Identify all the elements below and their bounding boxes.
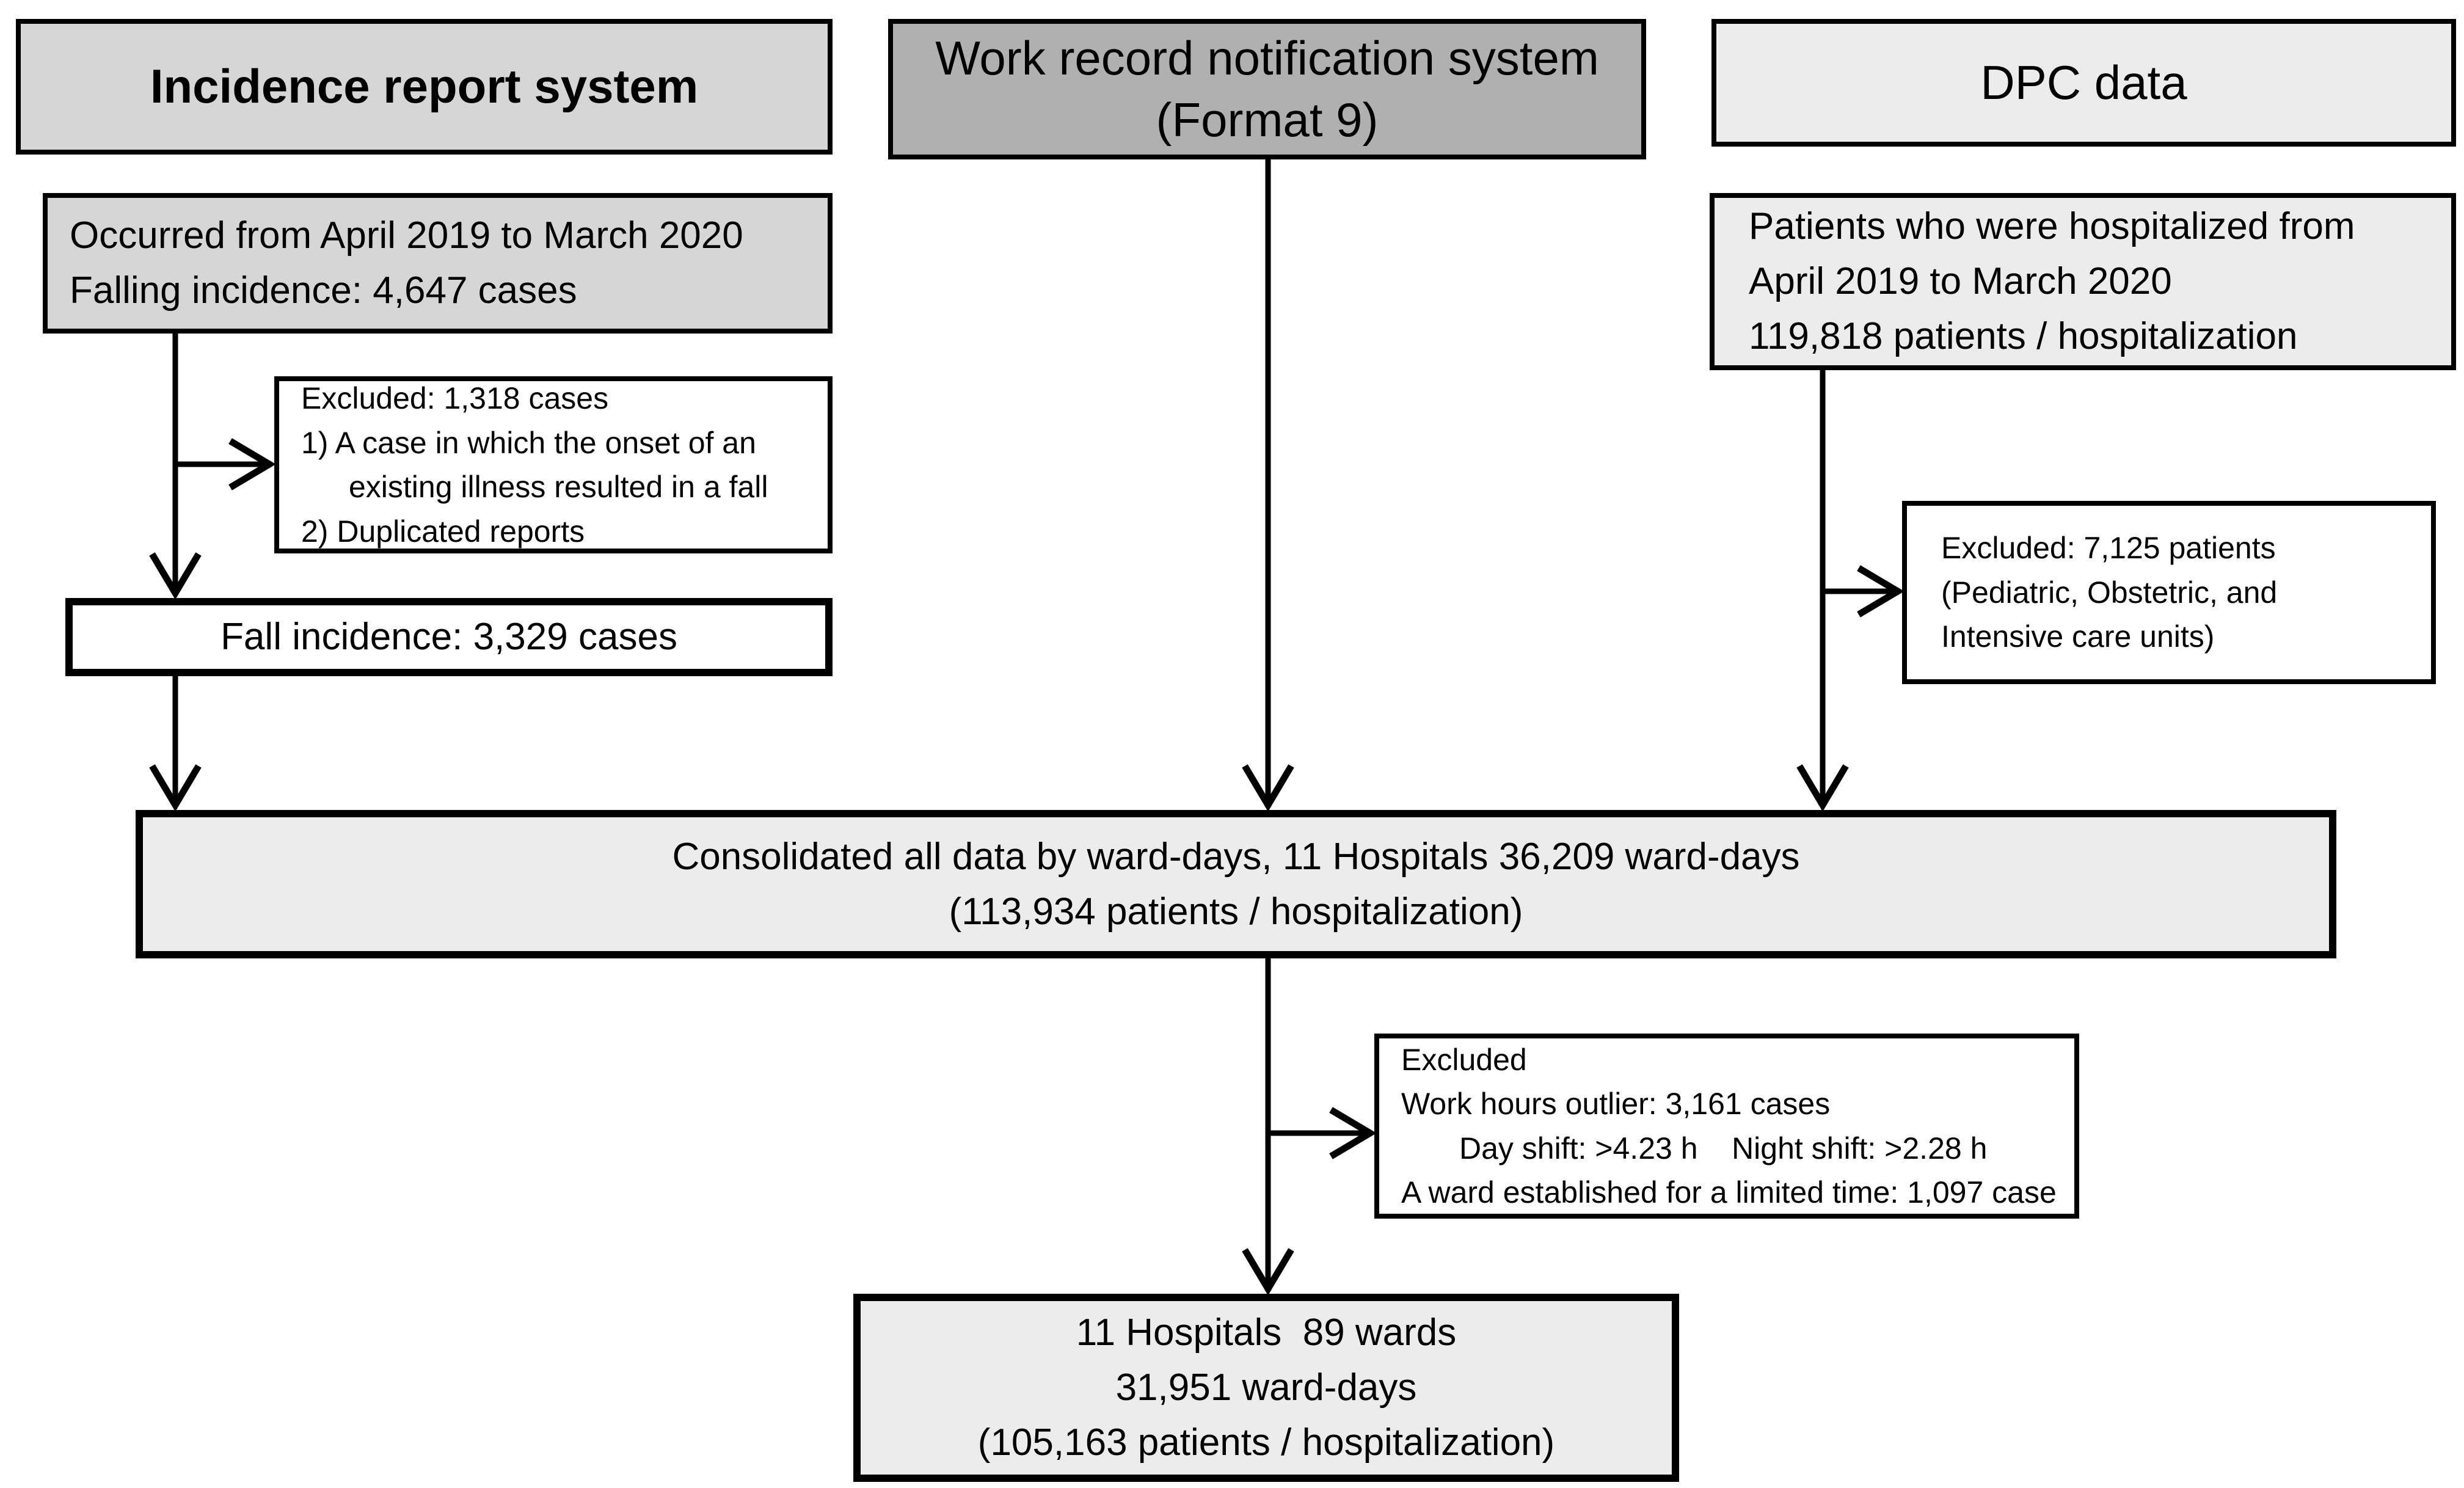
arrow-branch-to-excluded-right bbox=[1823, 565, 1904, 618]
arrow-fall-to-consolidated bbox=[149, 676, 202, 812]
arrow-consolidated-to-final bbox=[1242, 958, 1294, 1296]
arrow-branch-to-excluded-left bbox=[175, 438, 276, 491]
excluded-right-line2: (Pediatric, Obstetric, and bbox=[1941, 575, 2278, 610]
box-consolidated: Consolidated all data by ward-days, 11 H… bbox=[136, 810, 2336, 958]
box-patients-hospitalized: Patients who were hospitalized from Apri… bbox=[1710, 193, 2456, 370]
arrow-branch-to-excluded-mid bbox=[1268, 1107, 1377, 1159]
excluded-mid-line1: Excluded bbox=[1401, 1042, 1527, 1077]
fall-incidence-label: Fall incidence: 3,329 cases bbox=[221, 616, 677, 658]
excluded-left-line3: existing illness resulted in a fall bbox=[349, 470, 768, 504]
excluded-right-line3: Intensive care units) bbox=[1941, 619, 2215, 654]
final-line3: (105,163 patients / hospitalization) bbox=[977, 1421, 1555, 1464]
final-line1: 11 Hospitals 89 wards bbox=[1076, 1311, 1457, 1354]
excluded-mid-line4: A ward established for a limited time: 1… bbox=[1401, 1175, 2057, 1209]
header-incidence-report-system: Incidence report system bbox=[16, 19, 833, 155]
box-excluded-mid: Excluded Work hours outlier: 3,161 cases… bbox=[1374, 1034, 2079, 1219]
header-work-label-line1: Work record notification system bbox=[935, 31, 1599, 85]
excluded-left-line1: Excluded: 1,318 cases bbox=[301, 381, 609, 415]
arrow-occurred-to-fall bbox=[149, 334, 202, 600]
box-excluded-left: Excluded: 1,318 cases 1) A case in which… bbox=[274, 376, 833, 553]
excluded-mid-line3: Day shift: >4.23 h Night shift: >2.28 h bbox=[1459, 1131, 1988, 1165]
header-work-record-system: Work record notification system (Format … bbox=[888, 19, 1646, 159]
occurred-line2: Falling incidence: 4,647 cases bbox=[70, 269, 577, 312]
header-work-label-line2: (Format 9) bbox=[1156, 93, 1379, 147]
consolidated-line1: Consolidated all data by ward-days, 11 H… bbox=[672, 835, 1800, 878]
header-dpc-data: DPC data bbox=[1711, 19, 2456, 147]
patients-line2: April 2019 to March 2020 bbox=[1749, 260, 2172, 303]
excluded-right-line1: Excluded: 7,125 patients bbox=[1941, 531, 2276, 566]
occurred-line1: Occurred from April 2019 to March 2020 bbox=[70, 214, 743, 257]
consolidated-line2: (113,934 patients / hospitalization) bbox=[949, 890, 1523, 933]
box-final-sample: 11 Hospitals 89 wards 31,951 ward-days (… bbox=[853, 1294, 1679, 1482]
box-falling-incidence-source: Occurred from April 2019 to March 2020 F… bbox=[43, 193, 833, 334]
box-fall-incidence: Fall incidence: 3,329 cases bbox=[65, 598, 833, 676]
arrow-work-to-consolidated bbox=[1242, 159, 1294, 812]
excluded-left-line2: 1) A case in which the onset of an bbox=[301, 425, 756, 460]
excluded-left-line4: 2) Duplicated reports bbox=[301, 514, 585, 549]
arrow-patients-to-consolidated bbox=[1796, 370, 1849, 812]
header-dpc-label: DPC data bbox=[1980, 55, 2187, 109]
final-line2: 31,951 ward-days bbox=[1115, 1366, 1417, 1409]
patients-line3: 119,818 patients / hospitalization bbox=[1749, 315, 2298, 357]
excluded-mid-line2: Work hours outlier: 3,161 cases bbox=[1401, 1087, 1831, 1121]
header-incidence-label: Incidence report system bbox=[150, 59, 699, 114]
box-excluded-right: Excluded: 7,125 patients (Pediatric, Obs… bbox=[1902, 501, 2436, 684]
patients-line1: Patients who were hospitalized from bbox=[1749, 205, 2355, 248]
